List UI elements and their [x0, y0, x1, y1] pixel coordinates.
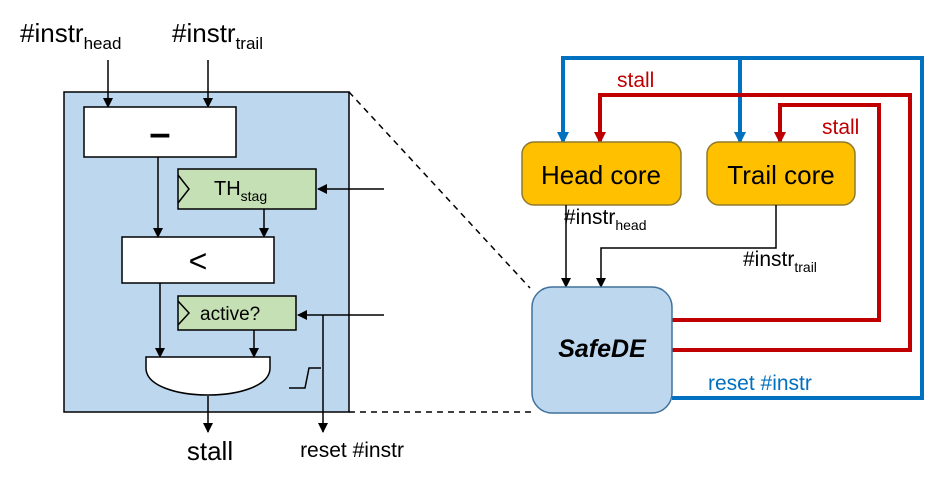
- right-system-block: Head core Trail core stall stall #instrh…: [521, 56, 924, 414]
- active-register: [177, 295, 297, 331]
- active-clock-icon: [177, 300, 191, 326]
- compare-operator: <: [189, 243, 208, 279]
- left-detail-block: #instrhead #instrtrail – THstag < active…: [20, 18, 404, 466]
- head-core-box: [521, 141, 682, 206]
- threshold-label: THstag: [214, 178, 267, 204]
- threshold-clock-icon: [177, 174, 190, 204]
- compare-box: [121, 236, 275, 284]
- stall-wire-trail: [672, 103, 881, 322]
- trail-core-label: Trail core: [727, 160, 834, 190]
- input-trail-label: #instrtrail: [172, 18, 263, 53]
- threshold-register: [177, 168, 317, 210]
- trail-core-box: [706, 141, 856, 206]
- head-core-label: Head core: [541, 160, 661, 190]
- subtract-operator: –: [149, 113, 170, 155]
- trail-instr-wire: [596, 205, 777, 288]
- stall-wire-head: [594, 93, 912, 352]
- pulse-icon: [289, 367, 321, 389]
- reset-output-label: reset #instr: [300, 439, 404, 462]
- subtract-box: [83, 106, 237, 158]
- stall-label-trail: stall: [822, 116, 859, 139]
- active-label: active?: [200, 304, 260, 325]
- zoom-line-top: [348, 91, 531, 289]
- safede-label: SafeDE: [558, 335, 647, 363]
- trail-instr-label: #instrtrail: [743, 248, 817, 275]
- stall-output-label: stall: [187, 436, 233, 466]
- reset-instr-label: reset #instr: [708, 372, 812, 395]
- input-head-label: #instrhead: [20, 18, 121, 53]
- stall-label-head: stall: [617, 69, 654, 92]
- safede-box: [531, 286, 673, 414]
- and-gate: [145, 356, 271, 396]
- head-instr-label: #instrhead: [564, 206, 647, 233]
- reset-wire-head: [557, 56, 924, 400]
